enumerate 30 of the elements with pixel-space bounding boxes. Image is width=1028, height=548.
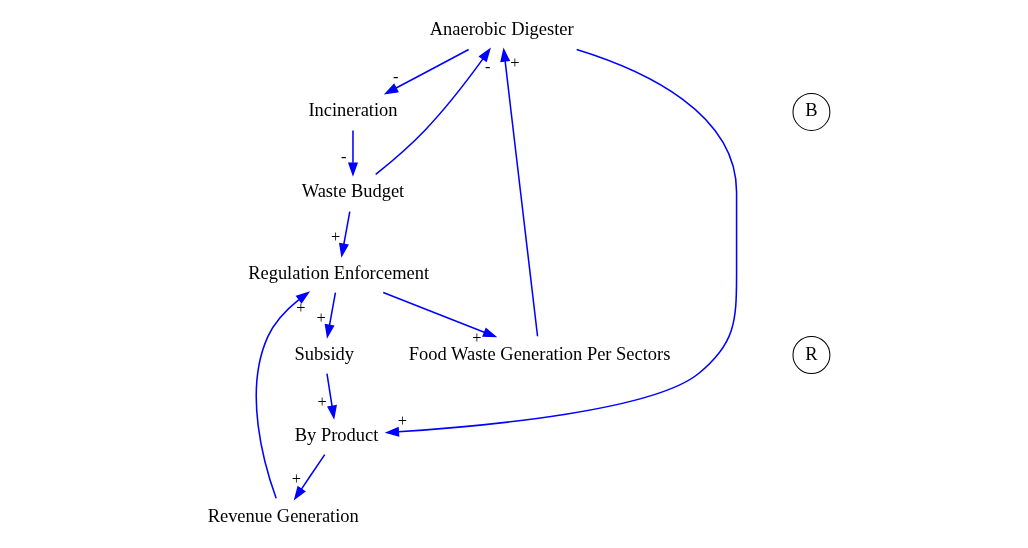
arrow <box>339 210 351 258</box>
edge-label: + <box>316 308 326 328</box>
arrow <box>255 291 311 500</box>
arrow <box>384 48 738 437</box>
edge-label: + <box>397 411 408 431</box>
edge-label: + <box>296 298 306 318</box>
edge-label: + <box>291 469 301 489</box>
edge-label: - <box>485 56 491 76</box>
edge-label: + <box>330 227 341 247</box>
node-text: Anaerobic Digester <box>429 19 574 40</box>
arrow <box>383 48 470 95</box>
arrow <box>374 47 491 176</box>
node-circle: R <box>792 336 831 374</box>
arrow <box>500 47 539 338</box>
arrow <box>347 129 358 177</box>
node-circle: B <box>792 92 831 131</box>
node-text: Waste Budget <box>301 181 405 202</box>
node-text: Subsidy <box>294 343 354 364</box>
edge-label: + <box>510 53 520 73</box>
arrow <box>382 291 498 338</box>
node-text: Incineration <box>308 100 398 121</box>
edge-label: - <box>392 66 399 86</box>
node-text: By Product <box>294 424 379 445</box>
edge-label: + <box>317 392 327 412</box>
arrow <box>326 372 337 420</box>
node-text: Revenue Generation <box>207 505 359 526</box>
arrow <box>293 453 326 501</box>
edge-label: - <box>341 147 347 167</box>
arrow <box>324 291 337 339</box>
node-text: Regulation Enforcement <box>248 262 430 283</box>
